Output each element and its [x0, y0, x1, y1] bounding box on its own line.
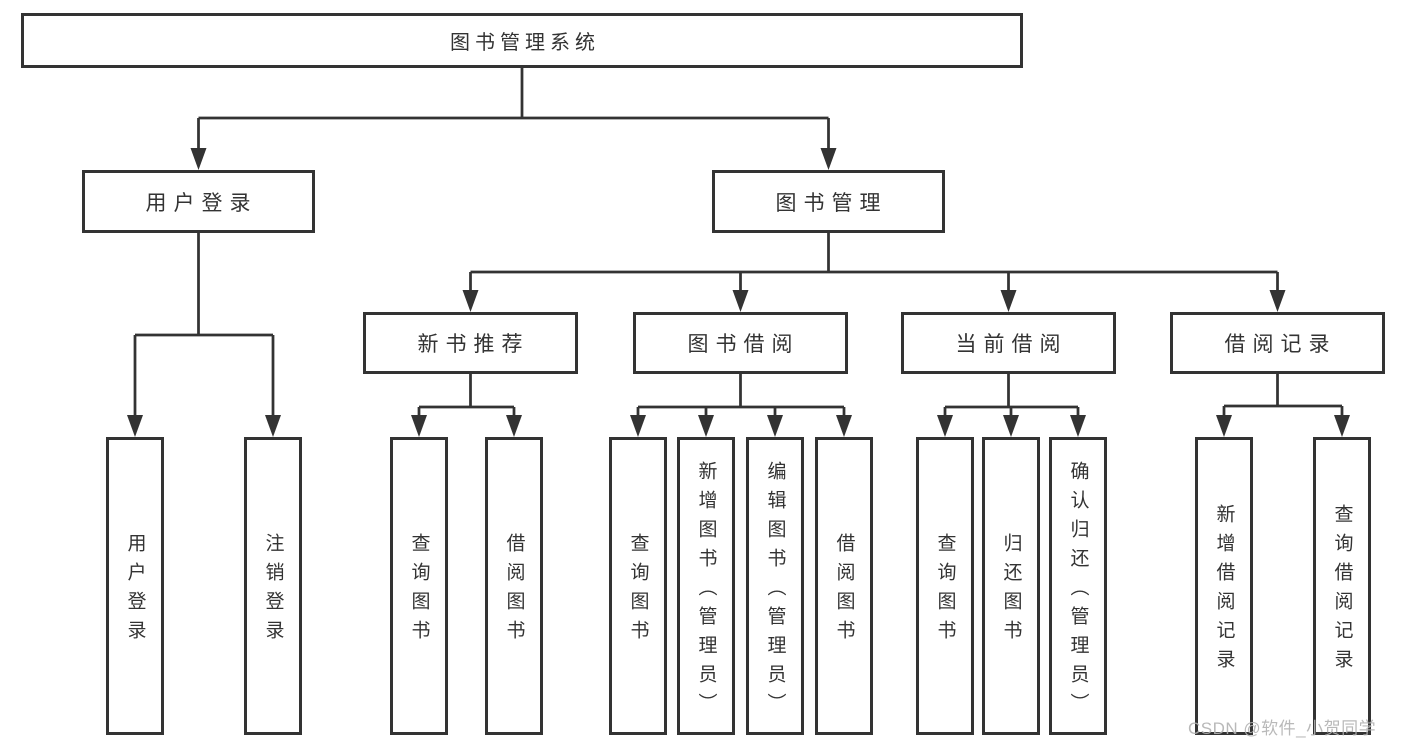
csdn-watermark: CSDN @软件_小贺同学	[1188, 719, 1377, 738]
leaf-label: 查询图书	[934, 533, 956, 649]
node-label: 图书借阅	[687, 333, 800, 356]
leaf-add-borrow-record: 新增借阅记录	[1195, 437, 1253, 735]
leaf-query-books-1: 查询图书	[390, 437, 448, 735]
node-current-borrow: 当前借阅	[901, 312, 1116, 374]
node-user-login: 用户登录	[82, 170, 315, 233]
node-label: 用户登录	[145, 191, 258, 215]
leaf-borrow-books-2: 借阅图书	[815, 437, 873, 735]
leaf-confirm-return-admin: 确认归还（管理员）	[1049, 437, 1107, 735]
leaf-label: 新增借阅记录	[1213, 504, 1235, 678]
leaf-label: 借阅图书	[503, 533, 525, 649]
leaf-query-books-2: 查询图书	[609, 437, 667, 735]
leaf-logout: 注销登录	[244, 437, 302, 735]
node-label: 借阅记录	[1224, 333, 1337, 356]
leaf-label: 查询图书	[408, 533, 430, 649]
leaf-label: 用户登录	[124, 533, 146, 649]
node-new-book-recommend: 新书推荐	[363, 312, 578, 374]
leaf-label: 查询图书	[627, 533, 649, 649]
leaf-label: 新增图书（管理员）	[695, 460, 717, 722]
node-root-library-system: 图书管理系统	[21, 13, 1023, 68]
leaf-label: 借阅图书	[833, 533, 855, 649]
leaf-return-book: 归还图书	[982, 437, 1040, 735]
leaf-user-login: 用户登录	[106, 437, 164, 735]
leaf-query-borrow-record: 查询借阅记录	[1313, 437, 1371, 735]
leaf-query-books-3: 查询图书	[916, 437, 974, 735]
node-label: 图书管理系统	[450, 32, 600, 54]
leaf-label: 确认归还（管理员）	[1067, 460, 1089, 722]
leaf-borrow-books-1: 借阅图书	[485, 437, 543, 735]
node-label: 当前借阅	[955, 333, 1068, 356]
node-label: 新书推荐	[417, 333, 530, 356]
leaf-label: 查询借阅记录	[1331, 504, 1353, 678]
leaf-label: 编辑图书（管理员）	[764, 460, 786, 722]
leaf-edit-book-admin: 编辑图书（管理员）	[746, 437, 804, 735]
leaf-label: 归还图书	[1000, 533, 1022, 649]
node-book-borrow: 图书借阅	[633, 312, 848, 374]
node-borrow-records: 借阅记录	[1170, 312, 1385, 374]
node-label: 图书管理	[775, 191, 888, 215]
leaf-add-book-admin: 新增图书（管理员）	[677, 437, 735, 735]
node-book-management: 图书管理	[712, 170, 945, 233]
leaf-label: 注销登录	[262, 533, 284, 649]
